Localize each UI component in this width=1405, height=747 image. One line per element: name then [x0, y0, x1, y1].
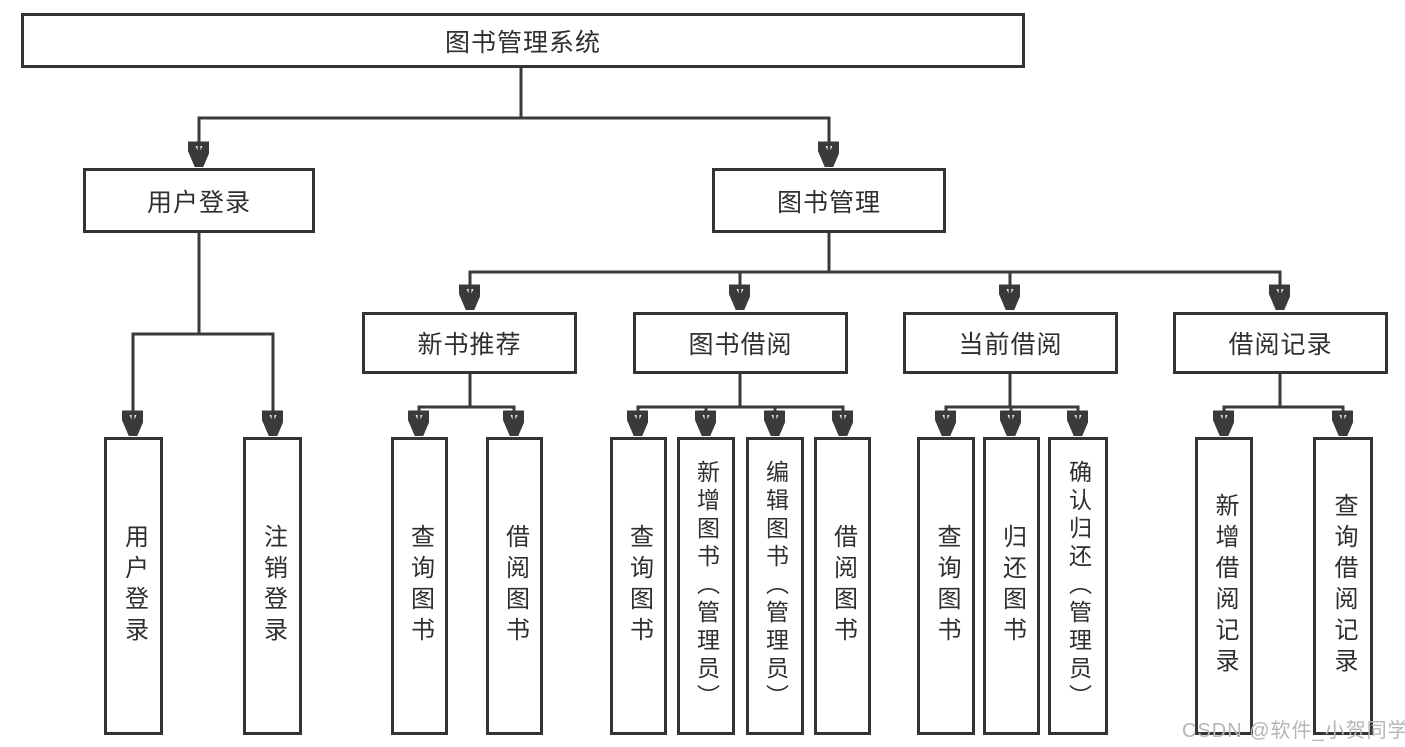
leaf-borrow-query-book-label: 查询图书	[625, 524, 653, 648]
leaf-current-confirm-return-label: 确认归还（管理员）	[1065, 460, 1092, 712]
leaf-record-add-label: 新增借阅记录	[1211, 493, 1238, 679]
node-new-book-recommend: 新书推荐	[362, 312, 577, 374]
connector-user-login-to-leaves	[133, 231, 273, 433]
leaf-borrow-borrow-book-label: 借阅图书	[829, 524, 857, 648]
leaf-borrow-add-book-label: 新增图书（管理员）	[693, 460, 720, 712]
leaf-recommend-query-book-label: 查询图书	[406, 524, 434, 648]
leaf-recommend-borrow-book: 借阅图书	[486, 437, 543, 735]
leaf-borrow-edit-book-label: 编辑图书（管理员）	[762, 460, 789, 712]
leaf-current-return-book: 归还图书	[983, 437, 1040, 735]
node-borrow-record: 借阅记录	[1173, 312, 1388, 374]
leaf-record-query-label: 查询借阅记录	[1330, 493, 1357, 679]
leaf-record-add: 新增借阅记录	[1195, 437, 1253, 735]
node-book-borrow-label: 图书借阅	[688, 331, 793, 359]
leaf-current-return-book-label: 归还图书	[998, 524, 1026, 648]
leaf-borrow-add-book: 新增图书（管理员）	[677, 437, 735, 735]
node-book-borrow: 图书借阅	[633, 312, 848, 374]
node-book-management-label: 图书管理	[776, 188, 881, 217]
leaf-logout-label: 注销登录	[259, 524, 287, 648]
leaf-user-login-label: 用户登录	[120, 524, 148, 648]
leaf-borrow-query-book: 查询图书	[610, 437, 667, 735]
connector-book-management-to-level3	[470, 231, 1280, 307]
node-current-borrow-label: 当前借阅	[958, 331, 1063, 359]
leaf-recommend-query-book: 查询图书	[391, 437, 448, 735]
connector-root-to-level2	[199, 66, 829, 164]
node-borrow-record-label: 借阅记录	[1228, 331, 1333, 359]
leaf-record-query: 查询借阅记录	[1313, 437, 1373, 735]
leaf-current-confirm-return: 确认归还（管理员）	[1048, 437, 1108, 735]
node-current-borrow: 当前借阅	[903, 312, 1118, 374]
connector-borrow-record-to-leaves	[1224, 372, 1343, 433]
leaf-logout: 注销登录	[243, 437, 302, 735]
connector-book-borrow-to-leaves	[638, 372, 843, 433]
node-user-login: 用户登录	[83, 168, 315, 233]
leaf-user-login: 用户登录	[104, 437, 163, 735]
connector-current-borrow-to-leaves	[946, 372, 1078, 433]
node-root: 图书管理系统	[21, 13, 1025, 68]
node-book-management: 图书管理	[712, 168, 946, 233]
leaf-current-query-book: 查询图书	[917, 437, 975, 735]
leaf-borrow-borrow-book: 借阅图书	[814, 437, 871, 735]
connector-new-book-recommend-to-leaves	[419, 372, 514, 433]
node-user-login-label: 用户登录	[146, 188, 251, 217]
node-root-label: 图书管理系统	[444, 28, 601, 57]
watermark-text: CSDN @软件_小贺同学	[1182, 720, 1405, 742]
node-new-book-recommend-label: 新书推荐	[417, 331, 522, 359]
leaf-current-query-book-label: 查询图书	[933, 524, 960, 648]
leaf-borrow-edit-book: 编辑图书（管理员）	[746, 437, 804, 735]
leaf-recommend-borrow-book-label: 借阅图书	[501, 524, 529, 648]
